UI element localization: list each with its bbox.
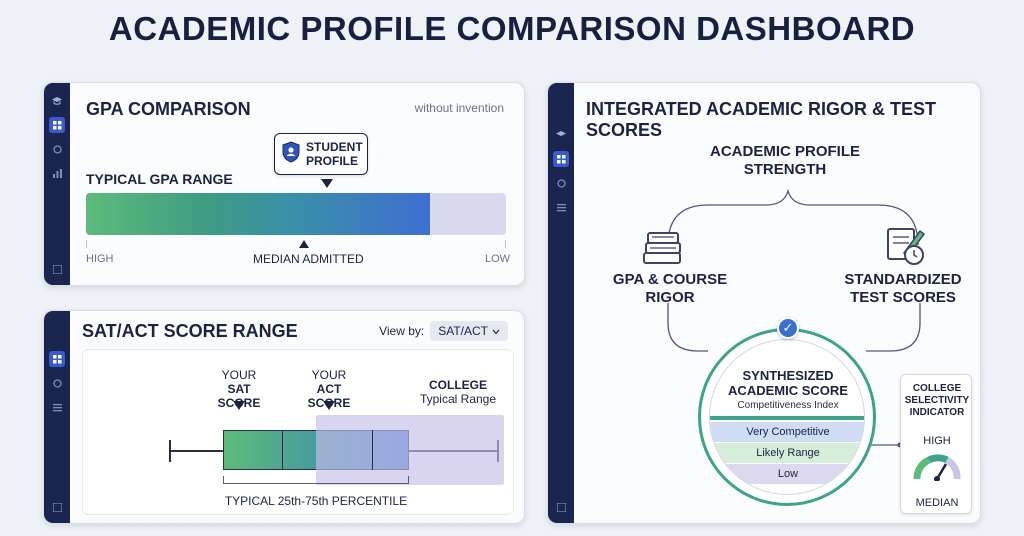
percentile-bracket (223, 476, 409, 484)
graduation-cap-icon[interactable] (553, 127, 569, 143)
graduation-cap-icon[interactable] (49, 93, 65, 109)
sat-act-card: SAT/ACT SCORE RANGE View by: SAT/ACT YOU… (43, 310, 525, 524)
pencil-clock-icon (878, 223, 928, 272)
sat-card-title: SAT/ACT SCORE RANGE (82, 321, 298, 341)
synthesized-score-gauge: SYNTHESIZED ACADEMIC SCORE Competitivene… (698, 328, 876, 506)
gpa-range-fill (86, 193, 431, 235)
profile-strength-label: ACADEMIC PROFILE STRENGTH (710, 143, 860, 178)
student-profile-text: STUDENT PROFILE (306, 140, 363, 168)
college-typical-range (316, 415, 504, 485)
grid-icon[interactable] (49, 117, 65, 133)
gpa-card-title: GPA COMPARISON (86, 99, 251, 119)
tier-very-competitive: Very Competitive (710, 422, 864, 442)
whisker-left (169, 450, 223, 452)
percentile-label: TYPICAL 25th-75th PERCENTILE (224, 494, 408, 508)
tier-likely-range: Likely Range (710, 443, 864, 463)
selectivity-indicator: COLLEGE SELECTIVITY INDICATOR HIGH MEDIA… (900, 374, 972, 514)
act-score-line (372, 430, 373, 470)
selectivity-high-label: HIGH (923, 435, 951, 447)
check-icon: ✓ (777, 317, 799, 339)
competitiveness-index-label: Competitiveness Index (737, 400, 839, 411)
rigor-card-title: INTEGRATED ACADEMIC RIGOR & TEST SCORES (586, 99, 936, 140)
selectivity-median-label: MEDIAN (915, 497, 959, 509)
chevron-down-icon (492, 324, 500, 338)
median-marker (299, 240, 309, 248)
whisker-left-cap (169, 440, 171, 462)
logout-icon[interactable] (49, 499, 65, 515)
axis-tick-high (86, 240, 87, 248)
grid-icon[interactable] (553, 151, 569, 167)
student-profile-callout: STUDENT PROFILE (274, 133, 368, 175)
selectivity-title: COLLEGE SELECTIVITY INDICATOR (904, 383, 970, 418)
grid-icon[interactable] (49, 351, 65, 367)
tier-low: Low (710, 464, 864, 484)
rigor-sidebar-rail (548, 83, 574, 523)
logout-icon[interactable] (49, 261, 65, 277)
gauge-icon (913, 451, 961, 486)
your-sat-label: YOUR SAT SCORE (217, 368, 261, 410)
synthesized-score-title: SYNTHESIZED ACADEMIC SCORE (728, 368, 848, 398)
index-divider (710, 416, 864, 420)
integrated-rigor-card: INTEGRATED ACADEMIC RIGOR & TEST SCORES … (547, 82, 981, 524)
settings-icon[interactable] (49, 375, 65, 391)
college-range-label: COLLEGE Typical Range (419, 378, 497, 406)
gpa-sidebar-rail (44, 83, 70, 285)
shield-icon (281, 140, 301, 168)
standardized-tests-label: STANDARDIZED TEST SCORES (844, 271, 962, 306)
list-icon[interactable] (49, 399, 65, 415)
sat-marker (233, 401, 245, 410)
act-marker (323, 401, 335, 410)
chart-icon[interactable] (49, 165, 65, 181)
synthesized-score-inner: SYNTHESIZED ACADEMIC SCORE Competitivene… (709, 339, 865, 495)
view-by-control: View by: SAT/ACT (379, 321, 508, 341)
view-by-label: View by: (379, 324, 425, 338)
sat-score-line (282, 430, 283, 470)
median-admitted-label: MEDIAN ADMITTED (253, 252, 364, 266)
books-icon (638, 229, 686, 272)
list-icon[interactable] (553, 199, 569, 215)
score-range-plot: YOUR SAT SCORE YOUR ACT SCORE COLLEGE Ty… (82, 349, 514, 515)
page-title: ACADEMIC PROFILE COMPARISON DASHBOARD (108, 10, 916, 47)
gpa-course-rigor-label: GPA & COURSE RIGOR (612, 271, 728, 306)
student-marker (321, 179, 333, 188)
axis-tick-low (505, 240, 506, 248)
settings-icon[interactable] (49, 141, 65, 157)
gpa-range-label: TYPICAL GPA RANGE (86, 171, 233, 187)
sat-sidebar-rail (44, 311, 70, 523)
settings-icon[interactable] (553, 175, 569, 191)
axis-high-label: HIGH (86, 253, 114, 265)
gpa-comparison-card: GPA COMPARISON without invention STUDENT… (43, 82, 525, 286)
view-by-select[interactable]: SAT/ACT (430, 321, 508, 341)
gpa-note: without invention (414, 101, 504, 115)
axis-low-label: LOW (485, 253, 511, 265)
gpa-range-bar (86, 193, 506, 235)
